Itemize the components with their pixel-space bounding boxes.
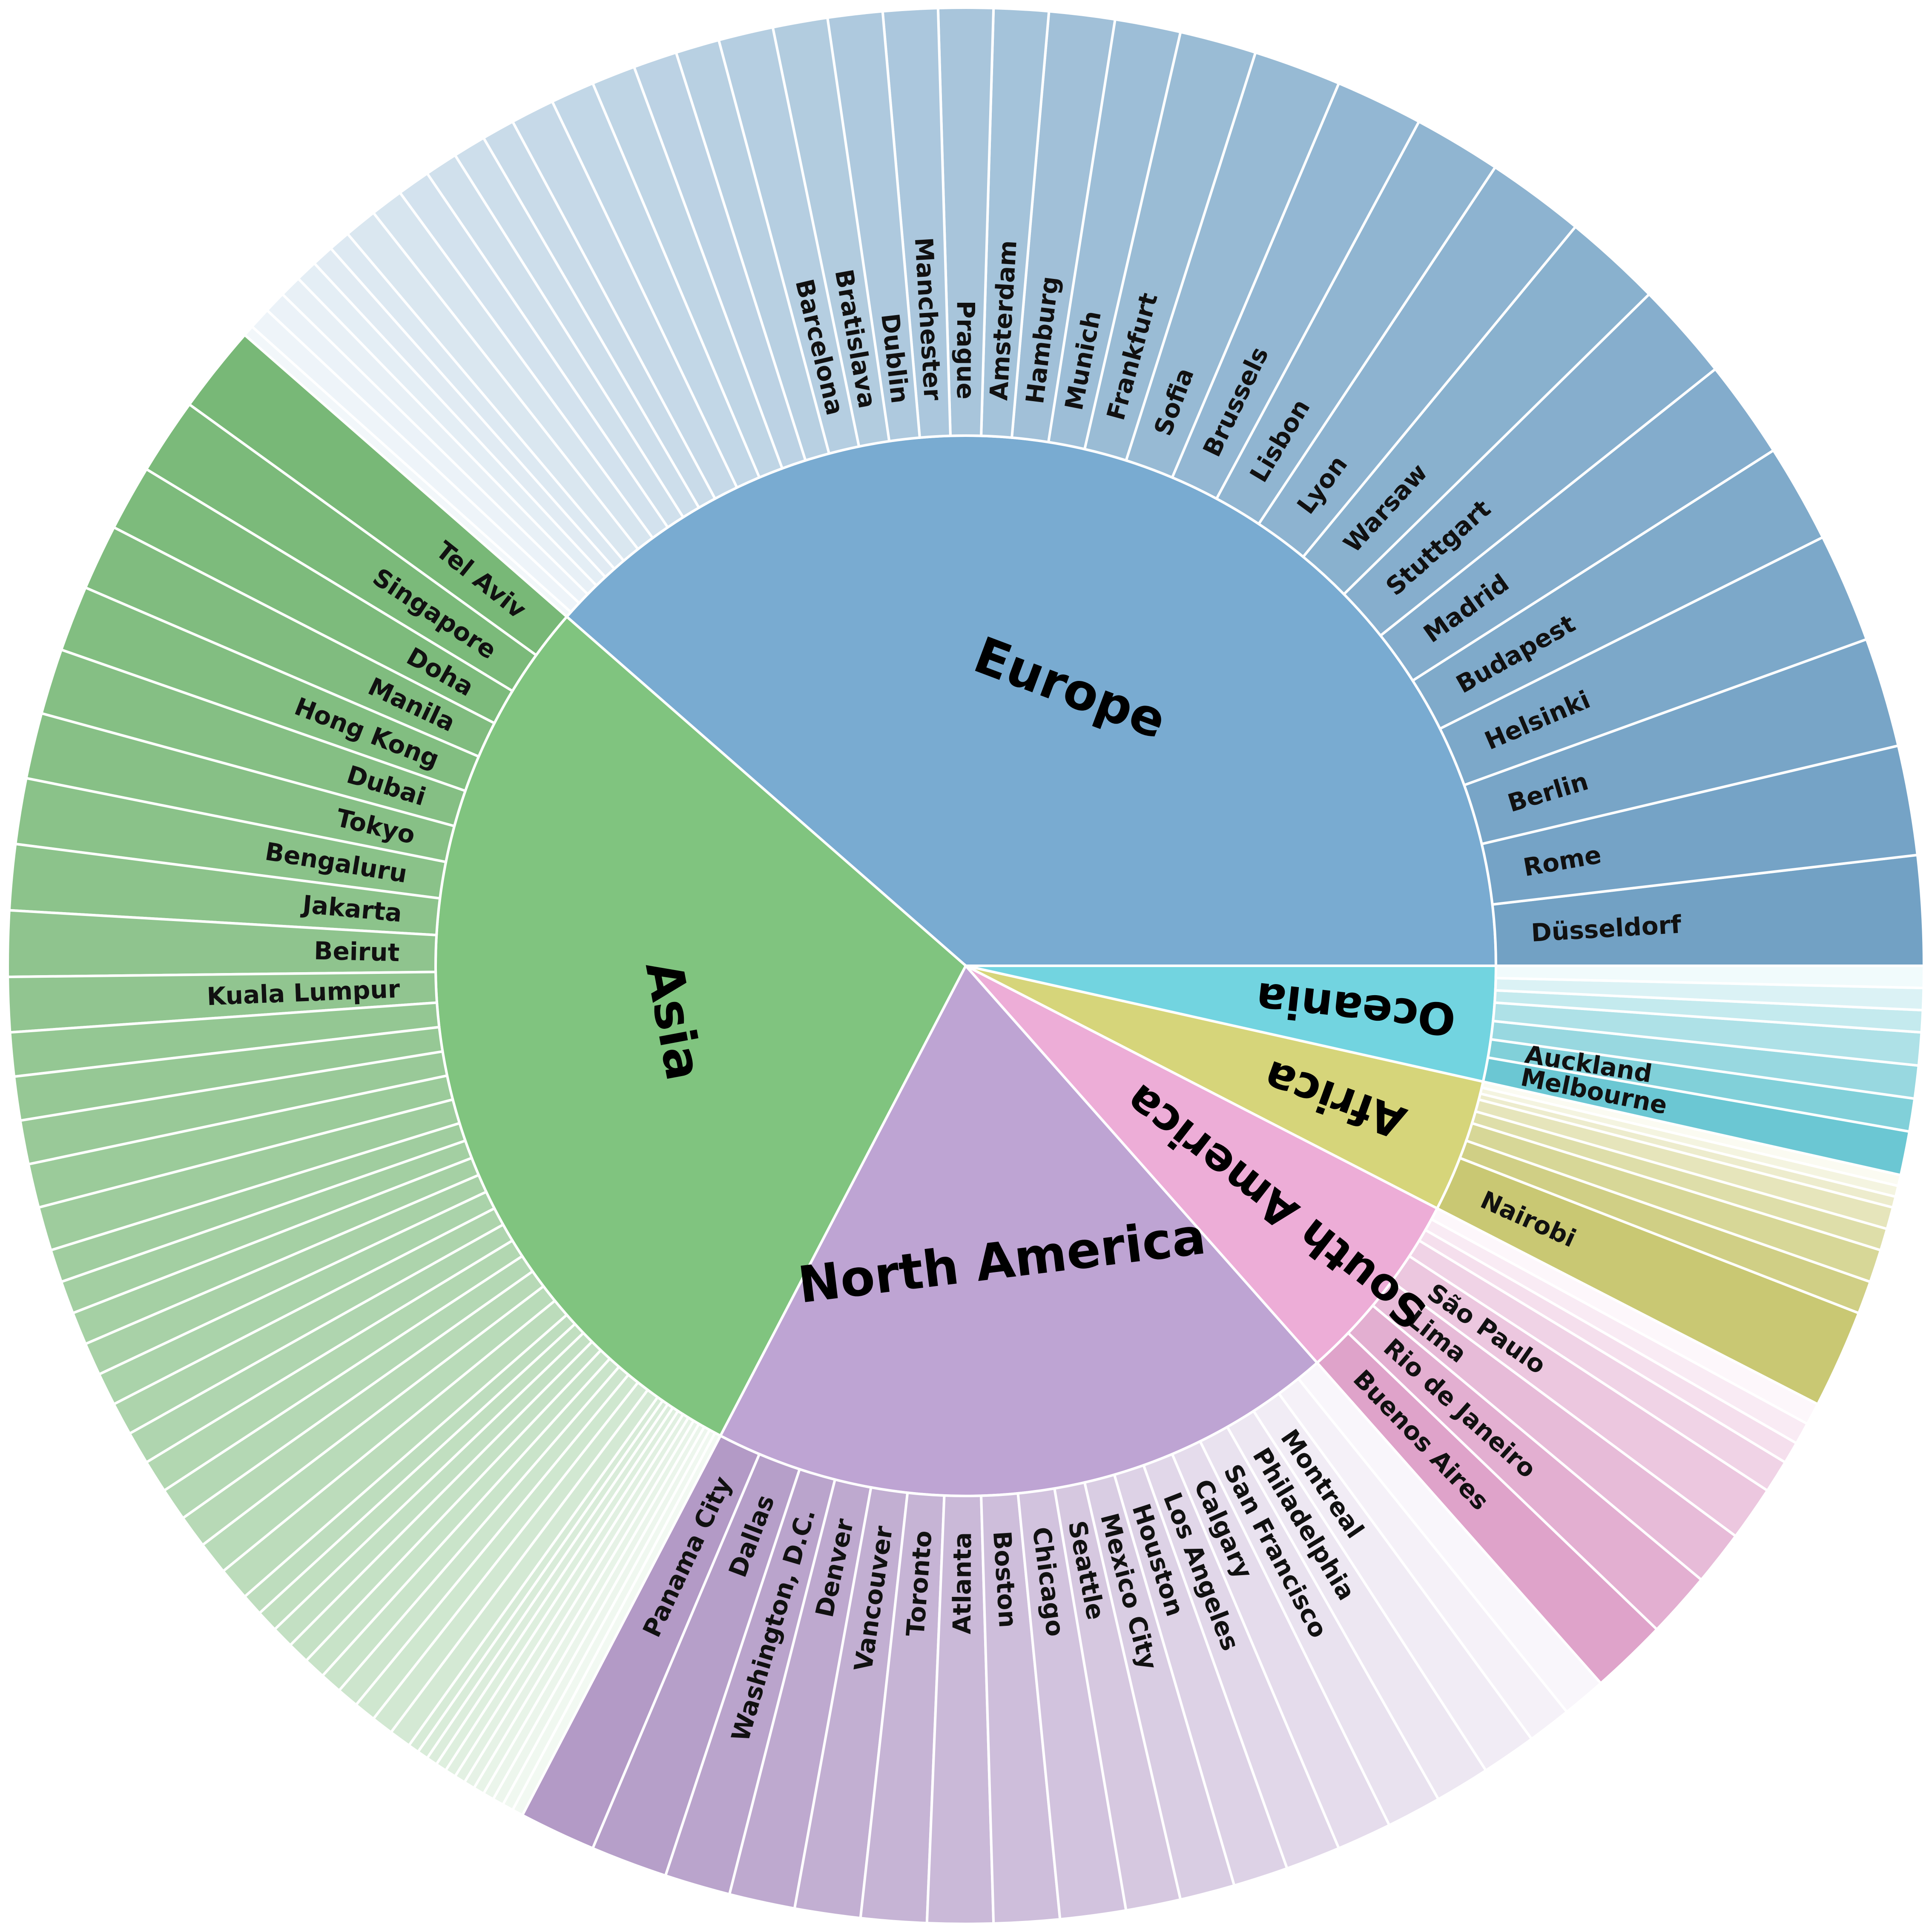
outer-ring: [6, 6, 1926, 1925]
city-wedge-oceania-6: [1494, 965, 1926, 990]
city-label-atlanta: Atlanta: [947, 1532, 977, 1634]
city-label-prague: Prague: [951, 301, 980, 399]
city-label-boston: Boston: [988, 1530, 1022, 1628]
city-label-beirut: Beirut: [314, 936, 400, 967]
inner-ring: [434, 434, 1498, 1497]
